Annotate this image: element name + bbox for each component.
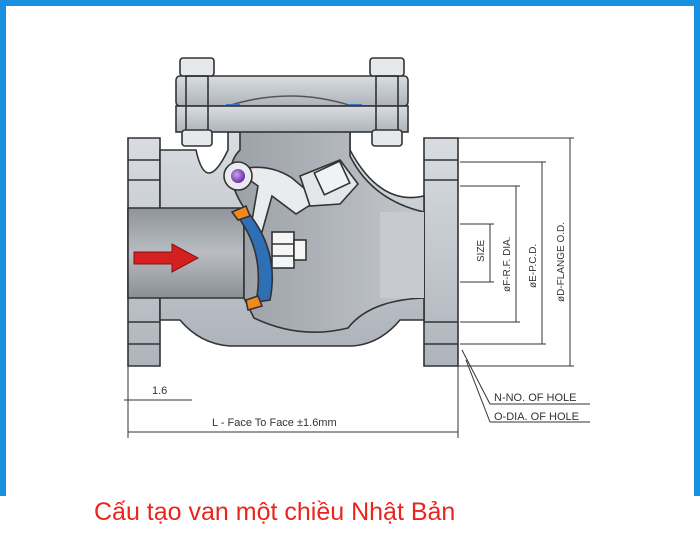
- outlet-bore: [380, 212, 424, 298]
- disc-stud: [271, 231, 307, 269]
- cover-bolt-right: [369, 57, 405, 147]
- seat-ring: [230, 204, 264, 312]
- caption-title: Cấu tạo van một chiều Nhật Bản: [94, 498, 456, 526]
- label-pcd: øE-P.C.D.: [528, 244, 539, 288]
- label-rf-dia: øF-R.F. DIA.: [502, 236, 513, 292]
- flow-arrow: [133, 243, 200, 273]
- swing-disc: [232, 209, 273, 303]
- swing-check-valve-diagram: SIZE øF-R.F. DIA. øE-P.C.D. øD-FLANGE O.…: [124, 57, 590, 438]
- label-n-holes: N-NO. OF HOLE: [494, 392, 577, 404]
- valve-chamber: [230, 111, 425, 333]
- cover-bolt-left: [179, 57, 215, 147]
- dimension-lines: [124, 137, 590, 438]
- hinge-pin: [231, 169, 245, 183]
- bonnet-cover: [175, 57, 409, 147]
- caption-bar: Cấu tạo van một chiều Nhật Bản: [0, 496, 700, 533]
- hinge-assembly: [223, 159, 360, 312]
- label-flange-od: øD-FLANGE O.D.: [556, 222, 567, 302]
- disc-nut: [299, 159, 360, 207]
- label-face-to-face: L - Face To Face ±1.6mm: [212, 417, 337, 429]
- label-size: SIZE: [476, 239, 487, 262]
- label-raised-face: 1.6: [152, 385, 167, 397]
- right-flange: [423, 137, 459, 367]
- label-o-holes: O-DIA. OF HOLE: [494, 411, 579, 423]
